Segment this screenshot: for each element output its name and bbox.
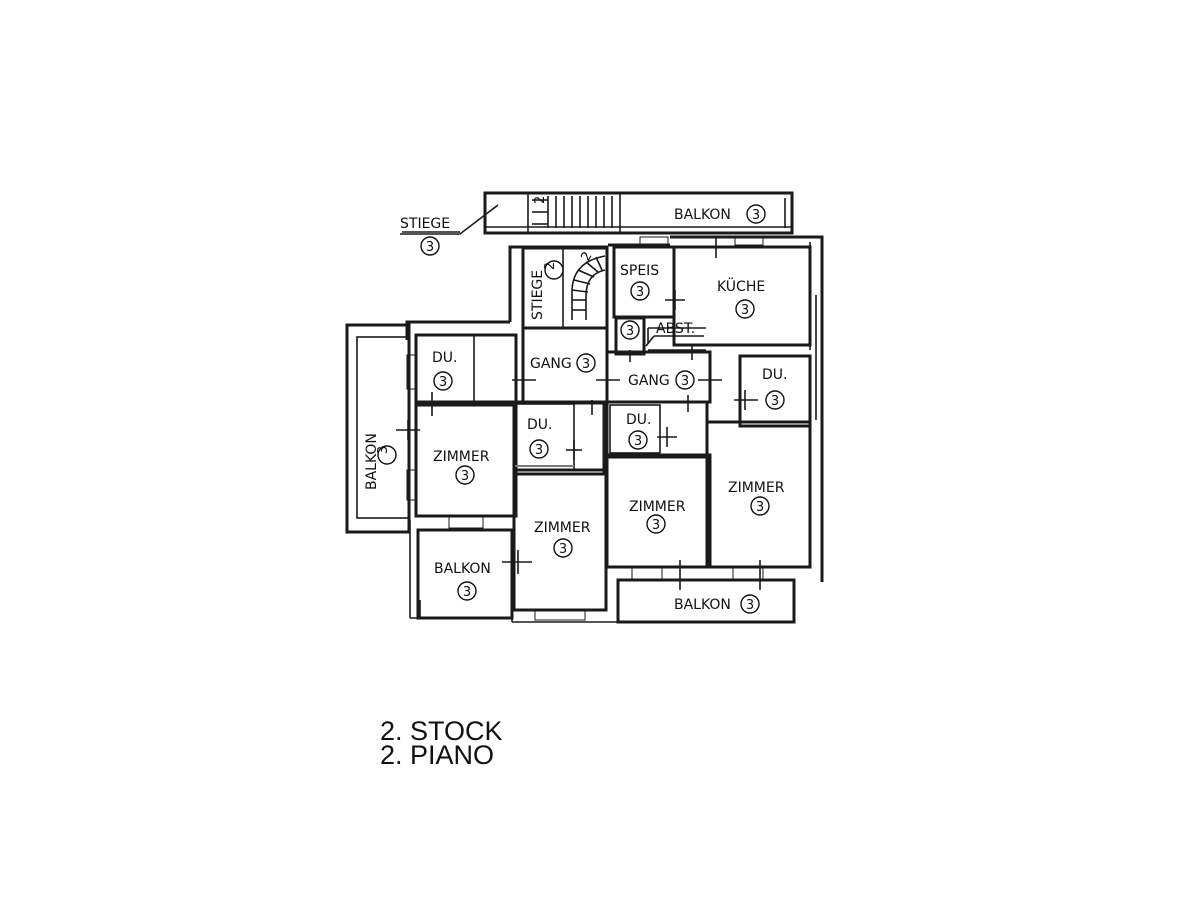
room-du-right: DU. 3: [762, 367, 787, 410]
room-number: 3: [582, 357, 590, 372]
room-number: 3: [636, 285, 644, 300]
room-label: DU.: [527, 417, 552, 433]
room-label: STIEGE: [530, 270, 546, 320]
room-du-center: DU. 3: [626, 412, 651, 450]
room-label: DU.: [626, 412, 651, 428]
room-label: DU.: [762, 367, 787, 383]
room-number: 3: [439, 375, 447, 390]
room-balkon-bottom-right: BALKON 3: [674, 594, 760, 614]
room-number: 3: [652, 518, 660, 533]
room-stiege-outer: STIEGE 3: [400, 216, 450, 256]
room-label: BALKON: [434, 561, 491, 577]
room-gang-left: GANG 3: [530, 353, 596, 373]
room-number: 3: [461, 469, 469, 484]
inner-stair: [571, 255, 606, 320]
floor-caption-italian: 2. PIANO: [380, 740, 495, 770]
room-label: ZIMMER: [629, 499, 686, 515]
room-number: 3: [741, 303, 749, 318]
room-balkon-left: BALKON 3: [364, 433, 397, 490]
room-label: ZIMMER: [534, 520, 591, 536]
room-number: 3: [746, 598, 754, 613]
room-label: BALKON: [674, 207, 731, 223]
room-stiege-inner: STIEGE 2: [530, 260, 564, 320]
leader-lines: [400, 204, 704, 347]
room-number: 3: [376, 446, 391, 454]
room-label: ZIMMER: [433, 449, 490, 465]
outer-stair-treads: [532, 196, 613, 228]
room-number: 3: [681, 374, 689, 389]
room-zimmer-mid: ZIMMER 3: [534, 520, 591, 558]
top-balcony-structure: [483, 191, 794, 235]
stair-step-number: 2: [533, 196, 548, 204]
room-number: 3: [559, 542, 567, 557]
stair-step-number: 2: [578, 249, 595, 264]
room-number: 3: [771, 394, 779, 409]
room-label: STIEGE: [400, 216, 450, 232]
room-number: 3: [463, 585, 471, 600]
room-gang-right: GANG 3: [628, 370, 695, 390]
room-du-mid: DU. 3: [527, 417, 552, 459]
room-du-left: DU. 3: [432, 350, 457, 391]
room-number: 3: [752, 208, 760, 223]
door-marks: [396, 237, 761, 618]
room-zimmer-right: ZIMMER 3: [728, 480, 785, 516]
room-balkon-top: BALKON 3: [674, 204, 766, 224]
window-marks: [406, 236, 764, 621]
room-label: DU.: [432, 350, 457, 366]
room-abst: 3 ABST.: [620, 320, 695, 340]
room-number: 2: [543, 262, 558, 270]
room-speis: SPEIS 3: [620, 263, 659, 301]
room-label: ABST.: [656, 321, 695, 337]
left-balcony-structure: [345, 323, 411, 534]
room-label: KÜCHE: [717, 277, 765, 295]
room-label: BALKON: [674, 597, 731, 613]
floor-caption-german: 2. STOCK: [380, 716, 503, 746]
room-zimmer-center: ZIMMER 3: [629, 499, 686, 534]
room-number: 3: [535, 443, 543, 458]
room-balkon-bottom-left: BALKON 3: [434, 561, 491, 601]
room-number: 3: [756, 500, 764, 515]
room-label: SPEIS: [620, 263, 659, 279]
room-number: 3: [634, 434, 642, 449]
room-label: BALKON: [364, 433, 380, 490]
room-number: 3: [426, 240, 434, 255]
room-zimmer-left: ZIMMER 3: [433, 449, 490, 485]
room-label: GANG: [530, 356, 572, 372]
room-label: ZIMMER: [728, 480, 785, 496]
room-label: GANG: [628, 373, 670, 389]
room-kueche: KÜCHE 3: [717, 277, 765, 319]
room-number: 3: [626, 324, 634, 339]
